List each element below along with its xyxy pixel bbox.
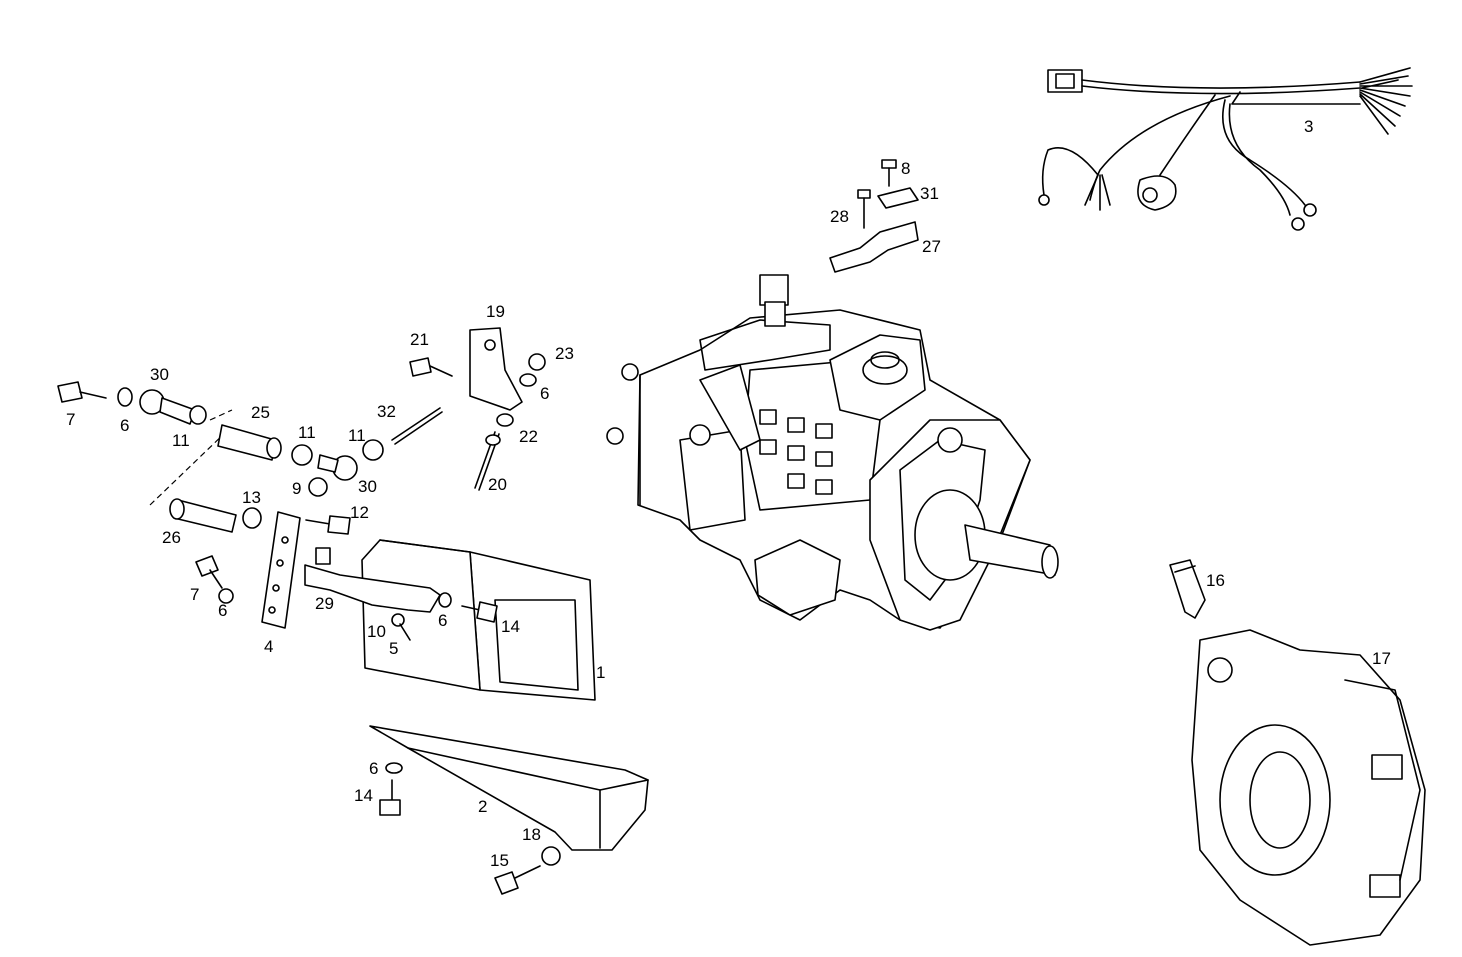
label-part-4: 4 (264, 637, 273, 656)
sensor-part-16 (1169, 559, 1206, 619)
label-part-22: 22 (519, 427, 538, 446)
label-part-6-lower: 6 (218, 601, 227, 620)
label-part-1: 1 (596, 663, 605, 682)
label-part-10: 10 (367, 622, 386, 641)
label-part-30-top: 30 (150, 365, 169, 384)
label-part-29: 29 (315, 594, 334, 613)
label-part-31: 31 (920, 184, 939, 203)
housing-part-1 (361, 539, 596, 701)
label-part-3: 3 (1304, 117, 1313, 136)
part-labels: 1 2 3 4 5 6 6 6 6 6 7 7 8 9 10 11 11 11 … (66, 117, 1391, 870)
label-part-7-lower: 7 (190, 585, 199, 604)
label-part-27: 27 (922, 237, 941, 256)
label-part-6-top: 6 (120, 416, 129, 435)
label-part-23: 23 (555, 344, 574, 363)
wiring-harness (1038, 67, 1413, 231)
label-part-21: 21 (410, 330, 429, 349)
label-part-14-bottom: 14 (354, 786, 373, 805)
label-part-20: 20 (488, 475, 507, 494)
label-part-11-top: 11 (172, 431, 190, 450)
label-part-12: 12 (350, 503, 369, 522)
label-part-6-bottom: 6 (369, 759, 378, 778)
label-part-16: 16 (1206, 571, 1225, 590)
flywheel-housing-part-17 (1191, 629, 1426, 946)
pump-grille (759, 409, 833, 495)
label-part-9: 9 (292, 479, 301, 498)
label-part-17: 17 (1372, 649, 1391, 668)
injection-pump (606, 274, 1059, 631)
label-part-28: 28 (830, 207, 849, 226)
upper-bracket-assembly (829, 159, 919, 273)
label-part-15: 15 (490, 851, 509, 870)
bracket-part-2 (369, 725, 649, 851)
label-part-14-lever: 14 (501, 617, 520, 636)
label-part-8: 8 (901, 159, 910, 178)
label-part-19: 19 (486, 302, 505, 321)
label-part-25: 25 (251, 403, 270, 422)
label-part-32: 32 (377, 402, 396, 421)
label-part-13: 13 (242, 488, 261, 507)
label-part-26: 26 (162, 528, 181, 547)
label-part-18: 18 (522, 825, 541, 844)
linkage-parts (57, 327, 561, 895)
label-part-6-bracket: 6 (540, 384, 549, 403)
label-part-6-lever: 6 (438, 611, 447, 630)
label-part-11-right: 11 (348, 426, 366, 445)
label-part-7-top: 7 (66, 410, 75, 429)
label-part-5: 5 (389, 639, 398, 658)
label-part-30-mid: 30 (358, 477, 377, 496)
label-part-2: 2 (478, 797, 487, 816)
label-part-11-mid: 11 (298, 423, 316, 442)
